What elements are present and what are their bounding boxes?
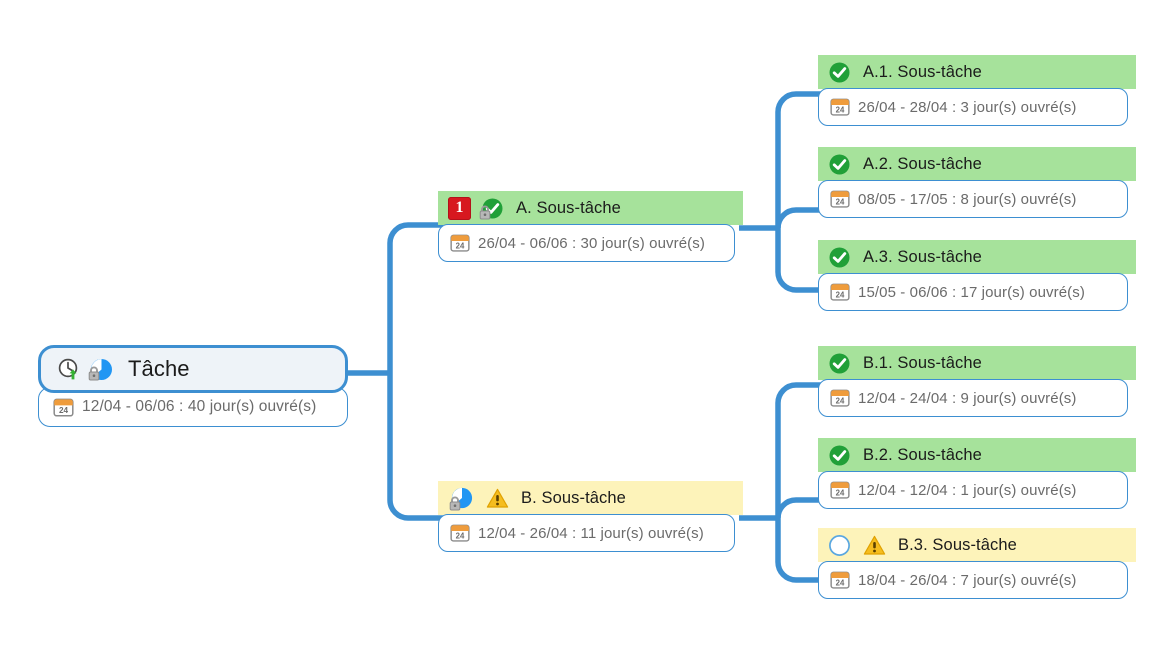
- priority-badge-label: 1: [455, 199, 464, 216]
- node-A-title: A. Sous-tâche: [516, 198, 621, 217]
- svg-text:24: 24: [836, 105, 845, 114]
- node-B1-date[interactable]: 24 12/04 - 24/04 : 9 jour(s) ouvré(s): [818, 379, 1128, 417]
- svg-text:24: 24: [456, 531, 465, 540]
- svg-text:24: 24: [836, 197, 845, 206]
- node-B1-date-text: 12/04 - 24/04 : 9 jour(s) ouvré(s): [858, 389, 1077, 407]
- node-B3-title: B.3. Sous-tâche: [898, 535, 1017, 554]
- calendar-icon: 24: [830, 282, 850, 302]
- priority-badge-icon: 1: [448, 196, 471, 220]
- svg-text:24: 24: [836, 396, 845, 405]
- empty-circle-icon: [828, 534, 851, 557]
- node-A1-date[interactable]: 24 26/04 - 28/04 : 3 jour(s) ouvré(s): [818, 88, 1128, 126]
- lock-icon: [478, 205, 492, 220]
- calendar-icon: 24: [830, 97, 850, 117]
- node-B1-title: B.1. Sous-tâche: [863, 353, 982, 372]
- node-B3-date[interactable]: 24 18/04 - 26/04 : 7 jour(s) ouvré(s): [818, 561, 1128, 599]
- node-root-header[interactable]: Tâche: [38, 345, 348, 393]
- node-A2-date[interactable]: 24 08/05 - 17/05 : 8 jour(s) ouvré(s): [818, 180, 1128, 218]
- node-B3-date-text: 18/04 - 26/04 : 7 jour(s) ouvré(s): [858, 571, 1077, 589]
- wire-root-to-A: [387, 222, 443, 373]
- node-A2-title: A.2. Sous-tâche: [863, 154, 982, 173]
- node-B2-header[interactable]: B.2. Sous-tâche: [818, 438, 1136, 472]
- node-A1-title: A.1. Sous-tâche: [863, 62, 982, 81]
- node-A2[interactable]: A.2. Sous-tâche 24 08/05 - 17/05 : 8 jou…: [818, 147, 1136, 218]
- check-circle-icon: [828, 444, 851, 467]
- calendar-icon: 24: [450, 523, 470, 543]
- svg-text:24: 24: [59, 406, 69, 415]
- node-B1-header[interactable]: B.1. Sous-tâche: [818, 346, 1136, 380]
- check-circle-icon: [828, 61, 851, 84]
- node-A2-header[interactable]: A.2. Sous-tâche: [818, 147, 1136, 181]
- svg-text:24: 24: [836, 578, 845, 587]
- node-B-date-text: 12/04 - 26/04 : 11 jour(s) ouvré(s): [478, 524, 704, 542]
- node-B-header[interactable]: B. Sous-tâche: [438, 481, 743, 515]
- node-B-date[interactable]: 24 12/04 - 26/04 : 11 jour(s) ouvré(s): [438, 514, 735, 552]
- node-A[interactable]: 1 A. Sous-tâche: [438, 191, 743, 262]
- node-A3-date[interactable]: 24 15/05 - 06/06 : 17 jour(s) ouvré(s): [818, 273, 1128, 311]
- node-A3[interactable]: A.3. Sous-tâche 24 15/05 - 06/06 : 17 jo…: [818, 240, 1136, 311]
- calendar-icon: 24: [830, 570, 850, 590]
- warning-triangle-icon: [863, 534, 886, 557]
- node-B2[interactable]: B.2. Sous-tâche 24 12/04 - 12/04 : 1 jou…: [818, 438, 1136, 509]
- wire-root-to-B: [387, 373, 443, 521]
- check-circle-icon: [828, 246, 851, 269]
- node-B[interactable]: B. Sous-tâche 24 12/04 - 26/04 : 11 jour…: [438, 481, 743, 552]
- svg-text:24: 24: [836, 488, 845, 497]
- node-root[interactable]: Tâche 24 12/04 - 06/06 : 40 jour(s) ouvr…: [38, 345, 348, 427]
- node-A1-header[interactable]: A.1. Sous-tâche: [818, 55, 1136, 89]
- clock-arrow-up-icon: [57, 357, 81, 381]
- node-root-date[interactable]: 24 12/04 - 06/06 : 40 jour(s) ouvré(s): [38, 387, 348, 427]
- check-circle-icon: [828, 153, 851, 176]
- node-A3-title: A.3. Sous-tâche: [863, 247, 982, 266]
- node-root-date-text: 12/04 - 06/06 : 40 jour(s) ouvré(s): [82, 398, 317, 415]
- node-B1[interactable]: B.1. Sous-tâche 24 12/04 - 24/04 : 9 jou…: [818, 346, 1136, 417]
- node-B2-title: B.2. Sous-tâche: [863, 445, 982, 464]
- calendar-icon: 24: [830, 480, 850, 500]
- node-B2-date[interactable]: 24 12/04 - 12/04 : 1 jour(s) ouvré(s): [818, 471, 1128, 509]
- node-B3[interactable]: B.3. Sous-tâche 24 18/04 - 26/04 : 7 jou…: [818, 528, 1136, 599]
- node-B-title: B. Sous-tâche: [521, 488, 626, 507]
- warning-triangle-icon: [486, 487, 509, 510]
- node-A2-date-text: 08/05 - 17/05 : 8 jour(s) ouvré(s): [858, 190, 1077, 208]
- calendar-icon: 24: [53, 397, 74, 418]
- calendar-icon: 24: [450, 233, 470, 253]
- lock-icon: [448, 496, 462, 511]
- node-root-title: Tâche: [128, 356, 190, 381]
- node-A1-date-text: 26/04 - 28/04 : 3 jour(s) ouvré(s): [858, 98, 1077, 116]
- calendar-icon: 24: [830, 189, 850, 209]
- node-B2-date-text: 12/04 - 12/04 : 1 jour(s) ouvré(s): [858, 481, 1077, 499]
- node-A-date[interactable]: 24 26/04 - 06/06 : 30 jour(s) ouvré(s): [438, 224, 735, 262]
- node-B3-header[interactable]: B.3. Sous-tâche: [818, 528, 1136, 562]
- calendar-icon: 24: [830, 388, 850, 408]
- lock-icon: [87, 366, 101, 381]
- node-A-date-text: 26/04 - 06/06 : 30 jour(s) ouvré(s): [478, 234, 705, 252]
- node-A3-header[interactable]: A.3. Sous-tâche: [818, 240, 1136, 274]
- check-circle-icon: [828, 352, 851, 375]
- node-A3-date-text: 15/05 - 06/06 : 17 jour(s) ouvré(s): [858, 283, 1085, 301]
- node-A1[interactable]: A.1. Sous-tâche 24 26/04 - 28/04 : 3 jou…: [818, 55, 1136, 126]
- svg-text:24: 24: [836, 290, 845, 299]
- svg-text:24: 24: [456, 241, 465, 250]
- node-A-header[interactable]: 1 A. Sous-tâche: [438, 191, 743, 225]
